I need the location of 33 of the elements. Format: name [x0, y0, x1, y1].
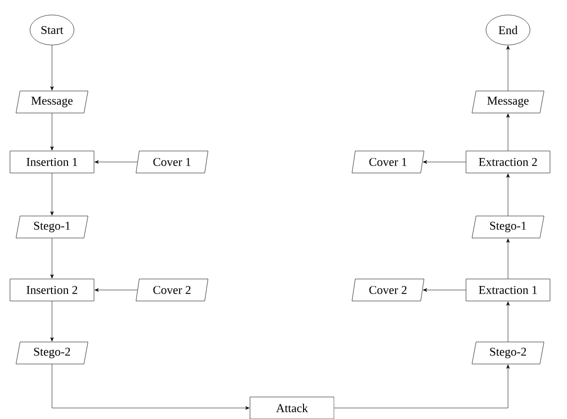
process-box: Attack [250, 396, 334, 419]
arrow [422, 288, 466, 292]
arrow [52, 364, 250, 410]
arrow [94, 160, 138, 164]
arrow [506, 174, 510, 216]
data-parallelogram: Message [16, 90, 88, 114]
arrow [506, 46, 510, 91]
data-parallelogram: Cover 2 [136, 278, 208, 302]
arrow [50, 173, 54, 216]
data-parallelogram: Stego-2 [16, 342, 88, 364]
data-parallelogram: Message [472, 90, 544, 114]
data-parallelogram: Cover 1 [352, 150, 424, 174]
arrow [50, 113, 54, 150]
data-parallelogram: Stego-2 [472, 342, 544, 364]
arrow [94, 288, 138, 292]
arrow [506, 238, 510, 279]
process-box: Insertion 1 [10, 150, 94, 174]
arrow [506, 302, 510, 342]
data-parallelogram: Stego-1 [472, 216, 544, 238]
oval-node: End [486, 14, 530, 46]
arrow [334, 364, 510, 408]
arrow [506, 114, 510, 151]
process-box: Extraction 1 [466, 278, 550, 302]
data-parallelogram: Cover 1 [136, 150, 208, 174]
arrow [422, 160, 466, 164]
data-parallelogram: Cover 2 [352, 278, 424, 302]
arrow [50, 301, 54, 342]
process-box: Extraction 2 [466, 150, 550, 174]
arrow [50, 44, 54, 90]
oval-node: Start [30, 14, 74, 46]
data-parallelogram: Stego-1 [16, 216, 88, 238]
process-box: Insertion 2 [10, 278, 94, 302]
arrow [50, 238, 54, 278]
